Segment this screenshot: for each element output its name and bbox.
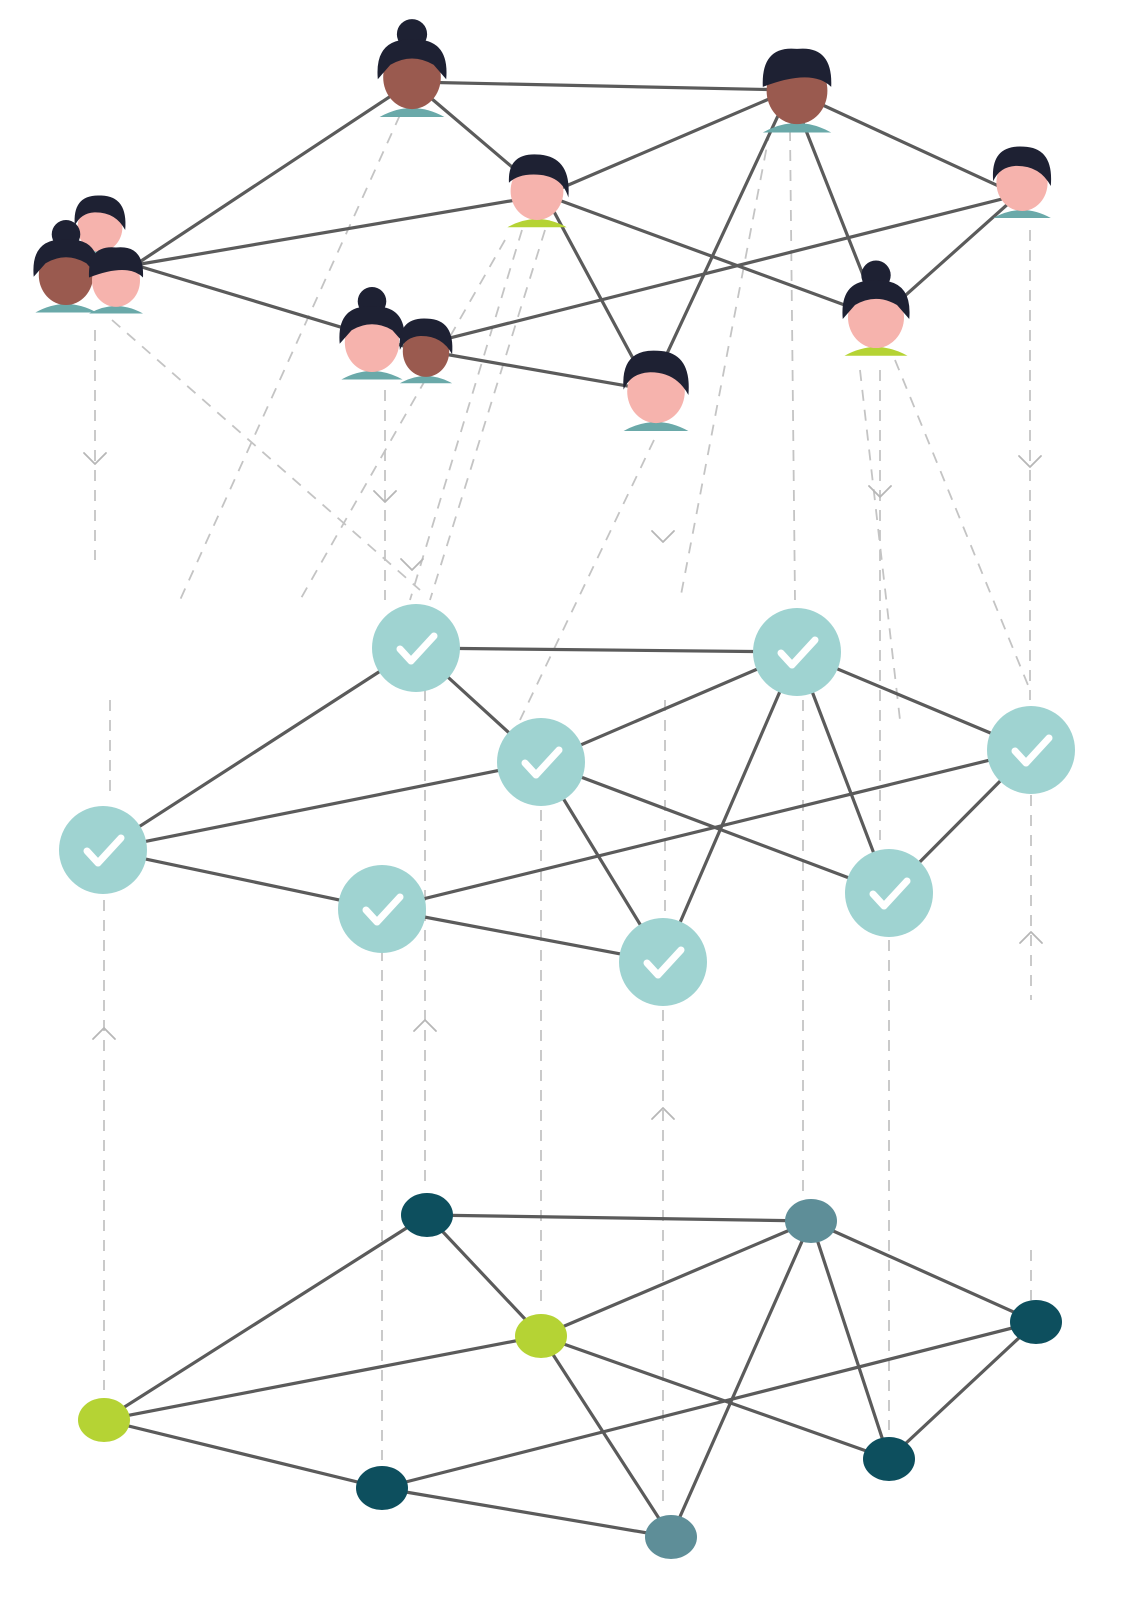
verified-edge-4-7 (380, 748, 1033, 911)
person-avatar-icon (762, 48, 832, 133)
people-layer (33, 19, 1052, 431)
verified-edge-2-8 (661, 650, 799, 964)
people-edge-2-3 (543, 88, 792, 197)
check-circle-icon (372, 604, 460, 692)
check-circle-icon (497, 718, 585, 806)
down-arrow-icon (868, 485, 892, 498)
dot-network-edges (102, 1213, 1038, 1539)
verified-edge-5-7 (101, 848, 384, 911)
dashed-link-14 (429, 229, 546, 601)
up-arrow-icon (413, 1019, 437, 1032)
check-circle-icon (753, 608, 841, 696)
network-dot-dark-teal (863, 1437, 915, 1481)
verified-edge-1-5 (101, 646, 418, 852)
down-arrow-icon (651, 530, 675, 543)
dashed-link-2 (111, 319, 421, 591)
down-arrow-icon (373, 490, 397, 503)
dot-edge-4-7 (380, 1320, 1038, 1490)
up-arrow-icon (651, 1107, 675, 1120)
dot-edge-3-8 (539, 1334, 673, 1539)
check-circle-icon (845, 849, 933, 937)
people-edge-4-7 (408, 193, 1020, 350)
dot-edge-1-5 (102, 1213, 429, 1422)
down-arrow-icon (400, 558, 424, 571)
network-dot-lime (515, 1314, 567, 1358)
people-edge-1-2 (410, 80, 792, 92)
dot-edge-4-6 (887, 1320, 1038, 1461)
dot-edge-1-3 (425, 1213, 543, 1338)
down-arrow-icon (83, 452, 107, 465)
verified-edge-7-8 (380, 907, 665, 964)
dashed-link-5 (409, 229, 523, 601)
person-avatar-icon (842, 260, 910, 356)
network-dot-dark-teal (1010, 1300, 1062, 1344)
dashed-link-6 (299, 239, 506, 601)
people-edge-2-8 (648, 88, 792, 392)
dot-edge-5-7 (102, 1418, 384, 1490)
dot-edge-2-4 (809, 1219, 1038, 1324)
dashed-link-11 (894, 359, 1031, 691)
dashed-link-8 (789, 129, 796, 601)
cross-layer-dashed-links (94, 114, 1032, 1510)
cross-layer-arrows (83, 452, 1043, 1120)
dot-edge-2-6 (809, 1219, 891, 1461)
dashed-link-9 (679, 129, 771, 601)
dashed-link-3 (179, 114, 401, 601)
person-avatar-icon (623, 350, 689, 431)
dashed-link-7 (519, 439, 655, 721)
person-avatar-icon (507, 154, 569, 228)
dot-edge-3-6 (539, 1334, 891, 1461)
people-edge-3-6 (543, 193, 882, 320)
person-avatar-icon (992, 146, 1052, 218)
network-dot-dark-teal (401, 1193, 453, 1237)
up-arrow-icon (92, 1027, 116, 1040)
dashed-link-13 (859, 369, 901, 721)
person-avatar-icon (339, 287, 453, 384)
down-arrow-icon (1018, 455, 1042, 468)
up-arrow-icon (1019, 931, 1043, 944)
dot-layer (78, 1193, 1062, 1559)
people-network-edges (133, 80, 1020, 392)
check-circle-icon (338, 865, 426, 953)
network-dot-lime (78, 1398, 130, 1442)
dot-edge-2-3 (539, 1219, 813, 1338)
person-avatar-icon (33, 195, 144, 314)
verified-edge-3-5 (101, 760, 543, 852)
people-edge-7-8 (408, 346, 652, 392)
person-avatar-icon (377, 19, 447, 117)
people-edge-2-4 (788, 88, 1020, 197)
people-edge-1-5 (133, 80, 414, 267)
dot-edge-3-5 (102, 1334, 543, 1422)
verified-edge-2-3 (539, 650, 799, 764)
dot-edge-2-8 (669, 1219, 813, 1539)
check-circle-icon (619, 918, 707, 1006)
check-circle-icon (59, 806, 147, 894)
network-dot-slate (785, 1199, 837, 1243)
network-dot-dark-teal (356, 1466, 408, 1510)
verified-layer (59, 604, 1075, 1006)
check-circle-icon (987, 706, 1075, 794)
network-dot-slate (645, 1515, 697, 1559)
dot-edge-7-8 (380, 1486, 673, 1539)
dot-edge-1-2 (425, 1213, 813, 1223)
people-edge-3-5 (133, 193, 547, 267)
verified-edge-1-2 (414, 646, 799, 654)
